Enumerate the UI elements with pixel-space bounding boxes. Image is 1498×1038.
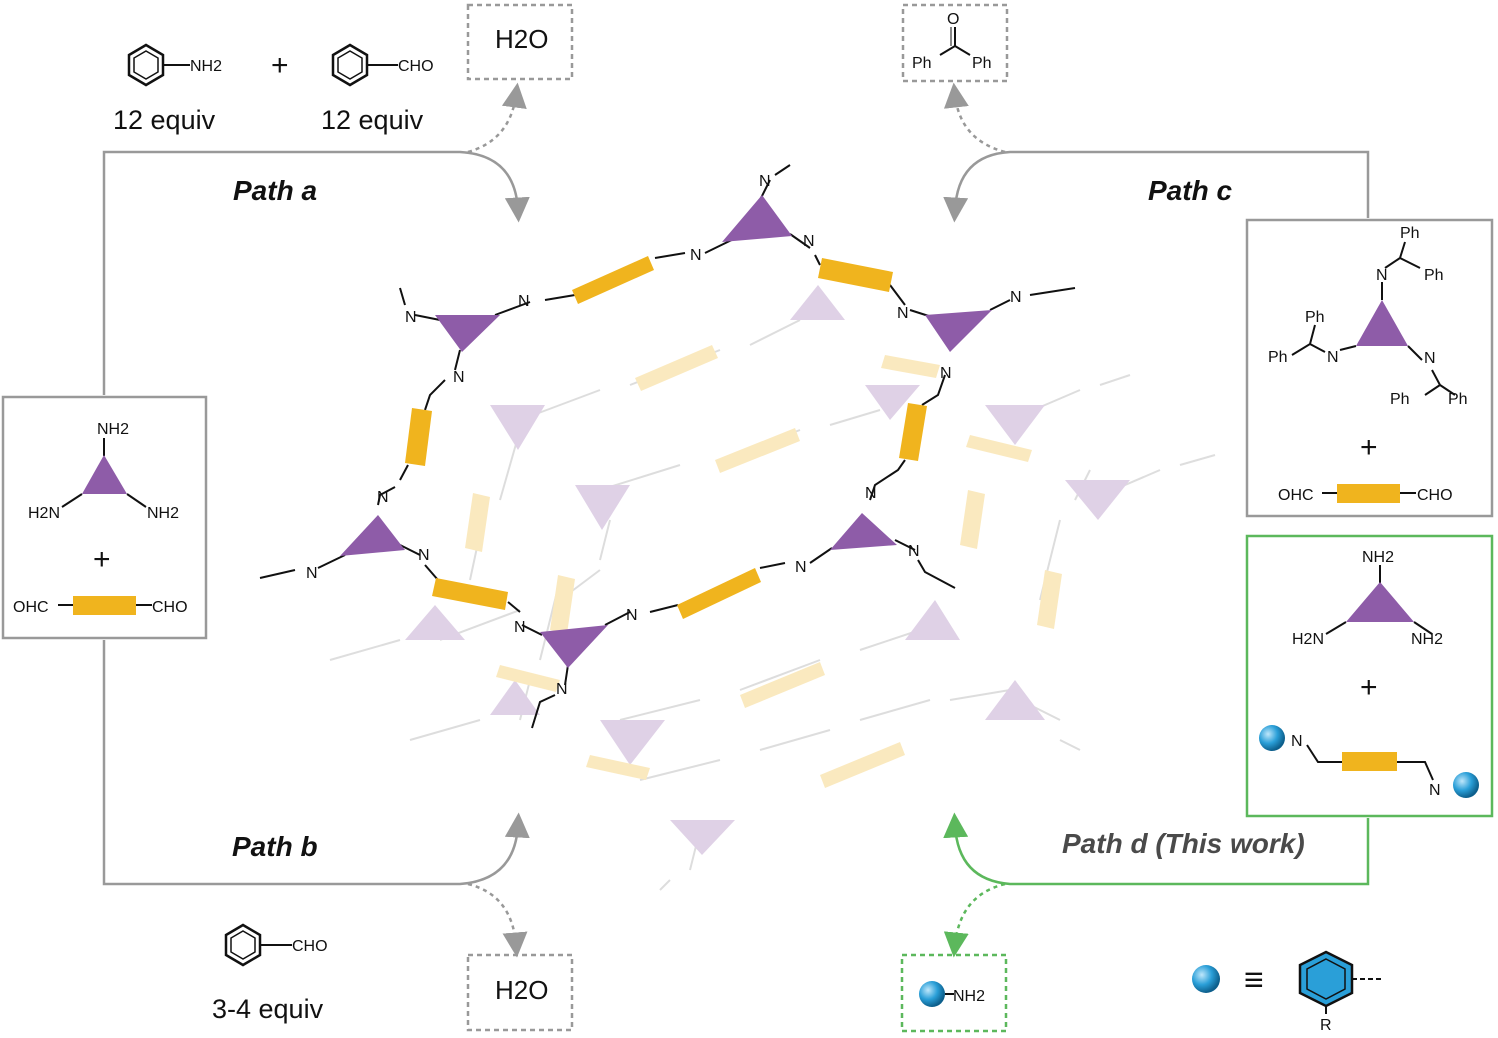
path-b-benzaldehyde: CHO 3-4 equiv [212,923,328,1024]
linker-left-label: OHC [13,599,49,616]
flow-lines [102,82,1370,958]
imine-n: N [795,559,807,576]
ph-label: Ph [1400,225,1420,242]
benzophenone-o: O [947,11,959,28]
amine-right-label: NH2 [1411,631,1443,648]
benzophenone-ph-right: Ph [972,55,992,72]
linker-right-label: CHO [152,599,188,616]
imine-n: N [690,247,702,264]
benzaldehyde-equiv: 3-4 equiv [212,994,324,1024]
linker-bar [432,578,508,610]
path-a-aniline: NH2 12 equiv [113,43,222,135]
aniline-group: NH2 [190,58,222,75]
plus-sign: + [1360,671,1378,704]
amine-top-label: NH2 [97,421,129,438]
imine-n: N [897,305,909,322]
imine-n: N [377,489,389,506]
imine-n: N [405,309,417,326]
path-c-title: Path c [1148,175,1232,206]
path-c-byproduct-box: O Ph Ph [901,3,1009,83]
aniline-equiv: 12 equiv [113,105,216,135]
water-label: H2O [495,24,548,54]
left-reagent-box: NH2 H2N NH2 + OHC CHO [1,395,208,640]
water-label: H2O [495,975,548,1005]
n-label: N [1327,349,1339,366]
ph-label: Ph [1448,391,1468,408]
amine-node-bottom-right [830,513,897,550]
bead-legend: ≡ R [1192,950,1384,1034]
imine-n: N [908,543,920,560]
linker-left-label: OHC [1278,487,1314,504]
linker-bar [677,568,761,619]
path-c-reagent-box: Ph N Ph Ph Ph N N Ph Ph + OHC CHO [1245,218,1494,518]
plus-sign: + [93,543,111,576]
imine-n: N [306,565,318,582]
bead-icon [1259,725,1285,751]
amine-node-bottom [540,625,608,668]
n-label: N [1424,350,1436,367]
amine-node-top [722,195,792,242]
linker-bar [899,403,927,461]
n-label: N [1376,267,1388,284]
linker-bar [572,256,654,304]
bead-icon [1453,772,1479,798]
equiv-symbol: ≡ [1244,961,1264,999]
path-d-byproduct-box: NH2 [900,953,1008,1033]
network-back-layer [329,285,1216,891]
imine-n: N [940,365,952,382]
ph-label: Ph [1268,349,1288,366]
amine-left-label: H2N [28,505,60,522]
amine-top-label: NH2 [1362,549,1394,566]
amine-right-label: NH2 [147,505,179,522]
bead-icon [1192,965,1220,993]
plus-sign: + [1360,431,1378,464]
path-a-title: Path a [233,175,317,206]
network-front-layer: N N N N N N N N N N N N N N N N N N [259,164,1076,729]
imine-n: N [453,369,465,386]
linker-bar [818,258,893,292]
ph-label: Ph [1305,309,1325,326]
path-a-byproduct-box: H2O [466,3,574,81]
benzophenone-ph-left: Ph [912,55,932,72]
amine-node-right [925,310,992,352]
path-b-title: Path b [232,831,318,862]
ph-label: Ph [1424,267,1444,284]
path-a-benzaldehyde: CHO 12 equiv [321,43,434,135]
path-b-byproduct-box: H2O [466,953,574,1032]
amine-node-left [435,315,500,352]
imine-n: N [803,233,815,250]
amine-node-bottom-left [340,515,405,556]
substituent-r: R [1320,1017,1332,1034]
benzaldehyde-group: CHO [292,938,328,955]
amine-left-label: H2N [1292,631,1324,648]
imine-n: N [1010,289,1022,306]
path-d-reagent-box: NH2 H2N NH2 + N N [1245,534,1494,818]
n-label: N [1429,782,1441,799]
plus-sign: + [271,49,289,82]
linker-bar [405,408,432,466]
imine-n: N [865,485,877,502]
benzaldehyde-equiv: 12 equiv [321,105,424,135]
imine-n: N [518,293,530,310]
path-d-title: Path d (This work) [1062,828,1305,859]
imine-n: N [759,173,771,190]
bead-icon [919,981,945,1007]
imine-n: N [626,607,638,624]
linker-right-label: CHO [1417,487,1453,504]
aryl-ring-icon [1298,950,1354,1008]
imine-n: N [514,619,526,636]
n-label: N [1291,733,1303,750]
imine-n: N [418,547,430,564]
benzaldehyde-group: CHO [398,58,434,75]
amine-group: NH2 [953,988,985,1005]
imine-n: N [556,681,568,698]
ph-label: Ph [1390,391,1410,408]
